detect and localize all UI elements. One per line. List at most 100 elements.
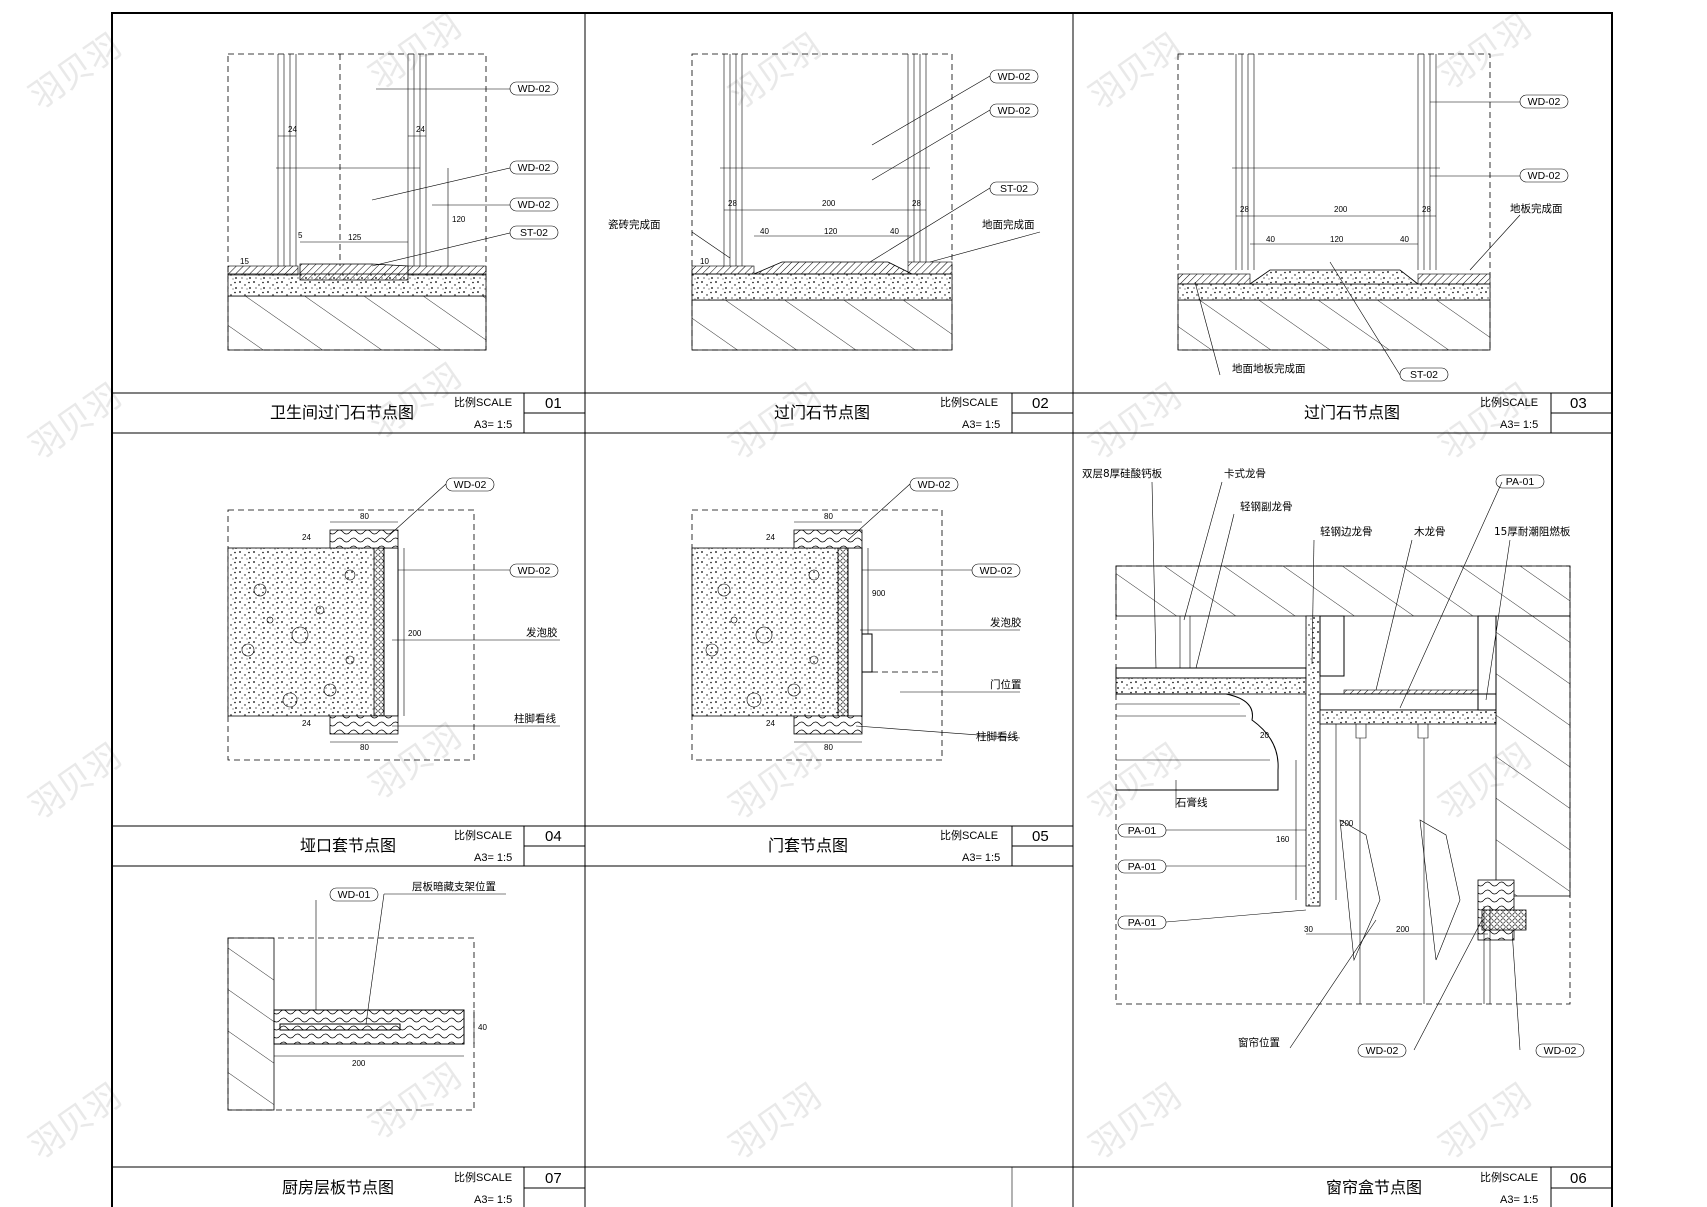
watermark: 羽贝羽 [1082,26,1188,117]
panel-number: 01 [545,395,562,412]
watermark: 羽贝羽 [1082,1076,1188,1167]
sheet-frame [111,12,1613,1207]
tag-st02: ST-02 [989,181,1039,196]
title-block-02: 过门石节点图 比例SCALE A3= 1:5 02 [774,393,1073,433]
dim-label: 28 [1422,205,1431,214]
title-block-01: 卫生间过门石节点图 比例SCALE A3= 1:5 01 [270,393,585,433]
svg-text:WD-02: WD-02 [1528,96,1561,108]
svg-text:WD-02: WD-02 [998,71,1031,83]
scale-label: 比例SCALE [454,395,512,409]
dim-label: 40 [1266,235,1275,244]
svg-text:PA-01: PA-01 [1506,476,1535,488]
dim-label: 30 [1304,925,1313,934]
detail-drawing-04: 80 24 200 24 80 发泡胶 柱脚看线 WD-02 WD-02 [227,477,560,761]
dim-label: 24 [288,125,297,134]
svg-text:PA-01: PA-01 [1128,825,1157,837]
dim-label: 120 [452,215,466,224]
label-foam: 发泡胶 [526,626,558,639]
watermark: 羽贝羽 [722,736,828,827]
svg-text:WD-02: WD-02 [518,162,551,174]
panel-number: 04 [545,828,562,845]
label-foam: 发泡胶 [990,616,1022,629]
dim-label: 24 [766,719,775,728]
label-gypsum-line: 石膏线 [1176,796,1208,809]
title-block-07: 厨房层板节点图 比例SCALE A3= 1:5 07 [282,1167,585,1207]
dim-label: 80 [360,512,369,521]
svg-text:WD-02: WD-02 [518,565,551,577]
tag-wd02: WD-02 [1357,1043,1407,1058]
watermark: 羽贝羽 [1082,376,1188,467]
panel-03: 28 200 28 40 120 40 地板完成面 地面地板完成面 WD-02 … [1177,53,1612,433]
svg-text:WD-02: WD-02 [518,83,551,95]
dim-label: 120 [1330,235,1344,244]
tag-wd02: WD-02 [445,477,495,492]
dim-label: 160 [1276,835,1290,844]
label-light-steel-sub-keel: 轻钢副龙骨 [1240,500,1293,513]
watermark: 羽贝羽 [362,1056,468,1147]
title-block-06: 窗帘盒节点图 比例SCALE A3= 1:5 06 [1326,1167,1612,1207]
svg-text:WD-02: WD-02 [454,479,487,491]
tag-wd01: WD-01 [329,887,379,902]
panel-number: 05 [1032,828,1049,845]
dim-label: 28 [1240,205,1249,214]
watermark: 羽贝羽 [1082,736,1188,827]
tag-st02: ST-02 [1399,367,1449,382]
title-block-05: 门套节点图 比例SCALE A3= 1:5 05 [768,826,1073,866]
tag-wd02: WD-02 [989,103,1039,118]
dim-label: 40 [1400,235,1409,244]
tag-st02: ST-02 [509,225,559,240]
detail-drawing-03: 28 200 28 40 120 40 地板完成面 地面地板完成面 WD-02 … [1177,53,1569,382]
dim-label: 200 [408,629,422,638]
dim-label: 10 [700,257,709,266]
dim-label: 20 [1260,731,1269,740]
tag-pa01: PA-01 [1117,915,1167,930]
scale-value: A3= 1:5 [474,419,512,431]
tag-wd02: WD-02 [971,563,1021,578]
panel-07: 40 200 层板暗藏支架位置 WD-01 厨房层板节点图 比例SCALE A3… [227,880,585,1207]
label-skirting: 柱脚看线 [976,730,1018,743]
panel-title: 卫生间过门石节点图 [270,403,414,422]
label-card-keel: 卡式龙骨 [1224,467,1266,480]
tag-pa01: PA-01 [1117,823,1167,838]
scale-label: 比例SCALE [1480,1170,1538,1184]
panel-05: 80 24 900 24 80 发泡胶 门位置 柱脚看线 WD-02 WD-02… [691,477,1073,866]
panel-title: 过门石节点图 [1304,403,1400,422]
scale-value: A3= 1:5 [474,1194,512,1206]
svg-text:WD-02: WD-02 [1528,170,1561,182]
panel-number: 02 [1032,395,1049,412]
dim-label: 40 [890,227,899,236]
svg-text:WD-02: WD-02 [918,479,951,491]
watermark: 羽贝羽 [1432,1076,1538,1167]
label-curtain-position: 窗帘位置 [1238,1036,1280,1049]
dim-label: 200 [352,1059,366,1068]
dim-label: 15 [240,257,249,266]
scale-label: 比例SCALE [1480,395,1538,409]
panel-06: 20 160 200 30 200 双层8厚硅 [1082,467,1612,1207]
tag-pa01: PA-01 [1495,474,1545,489]
watermark: 羽贝羽 [1432,6,1538,97]
tag-wd02: WD-02 [509,160,559,175]
watermark: 羽贝羽 [722,1076,828,1167]
svg-text:WD-01: WD-01 [338,889,371,901]
scale-label: 比例SCALE [454,828,512,842]
tag-wd02: WD-02 [989,69,1039,84]
dim-label: 5 [298,231,303,240]
dim-label: 24 [302,533,311,542]
dim-label: 40 [760,227,769,236]
detail-drawing-07: 40 200 层板暗藏支架位置 WD-01 [227,880,506,1111]
scale-value: A3= 1:5 [1500,1194,1538,1206]
dim-label: 24 [416,125,425,134]
svg-text:WD-02: WD-02 [1366,1045,1399,1057]
dim-label: 28 [912,199,921,208]
scale-label: 比例SCALE [940,828,998,842]
panel-title: 过门石节点图 [774,403,870,422]
label-fire-retardant-board: 15厚耐潮阻燃板 [1494,525,1571,538]
svg-text:ST-02: ST-02 [1000,183,1028,195]
scale-value: A3= 1:5 [474,852,512,864]
svg-text:WD-02: WD-02 [1544,1045,1577,1057]
dim-label: 200 [1396,925,1410,934]
label-skirting: 柱脚看线 [514,712,556,725]
label-wood-keel: 木龙骨 [1414,525,1446,538]
scale-label: 比例SCALE [940,395,998,409]
